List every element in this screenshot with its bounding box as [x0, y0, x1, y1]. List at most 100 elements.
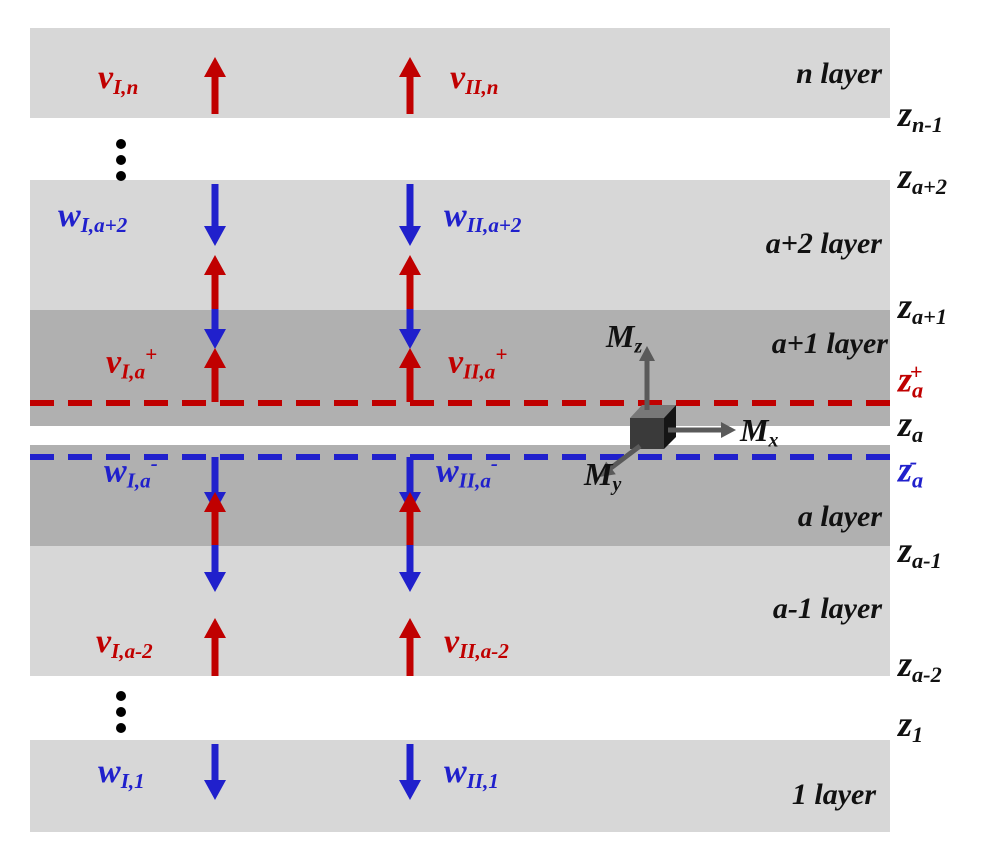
arrow-w-I-a-plus-2-down: [204, 184, 226, 246]
interface-label-z-a-minus-2: za-2: [898, 644, 942, 688]
dot: [116, 139, 126, 149]
interface-label-z-a-sub: a: [912, 422, 924, 448]
label-w-II-1-sub: II,1: [466, 768, 499, 793]
label-w-II-a-minus: wII,a-: [436, 452, 498, 492]
interface-label-z-1: z1: [898, 704, 924, 748]
layer-label-1: 1 layer: [791, 778, 876, 811]
arrow-down-interface-a-minus-1-I: [204, 545, 226, 592]
interface-label-z-a-minus-sup: -: [909, 449, 918, 474]
label-v-I-a-minus-2-sub: I,a-2: [111, 638, 153, 663]
label-w-I-1: wI,1: [98, 754, 145, 792]
interface-label-z-a-minus-base: z: [898, 449, 913, 490]
dashed-line-z-a-minus: [30, 454, 890, 460]
arrow-v-II-n-up: [399, 57, 421, 114]
label-v-II-a-minus-2: vII,a-2: [444, 624, 509, 662]
label-w-II-a-plus-2: wII,a+2: [444, 198, 521, 236]
label-v-I-n-base: v: [98, 59, 114, 96]
layer-label-a-minus-1: a-1 layer: [772, 592, 882, 625]
arrow-v-II-a-minus-2-up: [399, 618, 421, 676]
source-cube-front-face: [630, 418, 664, 449]
layer-band-a-plus-1: [30, 310, 890, 426]
arrow-w-II-a-minus-down: [399, 457, 421, 512]
arrow-up-interface-a-minus-1-II: [399, 492, 421, 545]
interface-label-z-a-minus-sub: a: [912, 467, 924, 493]
arrow-down-interface-a-plus-1-II: [399, 309, 421, 349]
layer-band-a-plus-2: [30, 180, 890, 310]
label-moment-y-base: M: [584, 456, 613, 492]
label-v-II-a-plus-sub: II,a: [463, 359, 496, 384]
ellipsis-dots-upper: [116, 139, 126, 181]
interface-label-z-a-minus-1-sub: a-1: [912, 548, 942, 574]
interface-label-z-n-minus-1: zn-1: [898, 95, 944, 138]
label-w-I-a-minus-sub: I,a: [126, 468, 151, 493]
label-moment-x: Mx: [740, 412, 778, 451]
arrow-v-I-a-plus-up: [204, 348, 226, 402]
interface-label-z-a-plus-sub: a: [912, 377, 924, 403]
label-w-II-a-minus-sub: II,a: [458, 468, 491, 493]
interface-label-z-a-plus-2-base: z: [898, 156, 913, 196]
interface-label-z-a-minus-1: za-1: [898, 530, 942, 574]
dot: [116, 171, 126, 181]
interface-label-z-1-base: z: [898, 704, 913, 744]
moment-source-cube: [630, 405, 676, 449]
label-w-II-1: wII,1: [444, 754, 499, 792]
dot: [116, 723, 126, 733]
label-w-I-a-minus-base: w: [104, 452, 127, 490]
layer-label-a: a layer: [797, 500, 882, 533]
interface-label-z-n-minus-1-sub: n-1: [912, 112, 944, 138]
label-v-II-n-base: v: [450, 59, 466, 96]
label-v-I-a-minus-2-base: v: [96, 623, 112, 660]
interface-label-z-a-minus-2-base: z: [898, 644, 913, 684]
interface-label-z-a-plus-2-sub: a+2: [912, 174, 948, 200]
label-w-I-a-minus: wI,a-: [104, 452, 158, 492]
label-w-I-a-plus-2-sub: I,a+2: [80, 212, 128, 237]
label-w-I-a-plus-2: wI,a+2: [58, 198, 127, 236]
label-moment-x-base: M: [740, 412, 769, 448]
label-moment-z: Mz: [606, 318, 643, 358]
label-v-II-a-plus: vII,a+: [448, 343, 507, 383]
interface-label-z-a-minus-1-base: z: [898, 530, 913, 570]
arrow-v-I-a-minus-2-up: [204, 618, 226, 676]
label-v-I-a-plus-base: v: [106, 343, 122, 381]
interface-label-z-a-plus-1-sub: a+1: [912, 304, 948, 330]
interface-label-z-a-plus-base: z: [898, 359, 913, 400]
dot: [116, 707, 126, 717]
layer-label-a-plus-1: a+1 layer: [771, 327, 888, 360]
layer-band-1: [30, 740, 890, 832]
label-v-II-a-minus-2-base: v: [444, 623, 460, 660]
interface-label-z-a-base: z: [898, 404, 913, 444]
label-v-II-a-minus-2-sub: II,a-2: [459, 638, 509, 663]
interface-label-z-a-minus: za-: [898, 449, 923, 492]
label-moment-y-sub: y: [612, 473, 622, 496]
label-v-II-a-plus-base: v: [448, 343, 464, 381]
label-moment-z-sub: z: [634, 335, 643, 358]
layer-label-n: n layer: [796, 57, 882, 90]
label-w-II-a-plus-2-sub: II,a+2: [466, 212, 522, 237]
interface-label-z-a: za: [898, 404, 924, 448]
layer-band-a: [30, 445, 890, 546]
arrow-moment-z-axis: [639, 346, 655, 410]
dot: [116, 691, 126, 701]
label-v-I-n: vI,n: [98, 60, 138, 98]
arrow-v-I-n-up: [204, 57, 226, 114]
label-v-I-a-plus-sub: I,a: [121, 359, 146, 384]
arrow-up-interface-a-minus-1-I: [204, 492, 226, 545]
arrow-moment-y-axis: [599, 444, 642, 477]
interface-label-z-a-minus-2-sub: a-2: [912, 662, 942, 688]
label-w-II-a-minus-base: w: [436, 452, 459, 490]
label-moment-z-base: M: [606, 318, 635, 354]
ellipsis-dots-lower: [116, 691, 126, 733]
arrow-up-interface-a-plus-1-I: [204, 255, 226, 309]
label-w-II-1-base: w: [444, 753, 467, 790]
interface-label-z-1-sub: 1: [912, 722, 924, 748]
label-w-II-a-minus-sup: -: [490, 451, 498, 475]
interface-label-z-a-plus-1-base: z: [898, 286, 913, 326]
interface-label-z-a-plus-1: za+1: [898, 286, 948, 330]
layer-band-a-minus-1: [30, 546, 890, 676]
interface-label-z-a-plus-sup: +: [909, 359, 923, 384]
dashed-line-z-a-plus: [30, 400, 890, 406]
label-v-I-a-minus-2: vI,a-2: [96, 624, 153, 662]
arrow-v-II-a-plus-up: [399, 348, 421, 402]
